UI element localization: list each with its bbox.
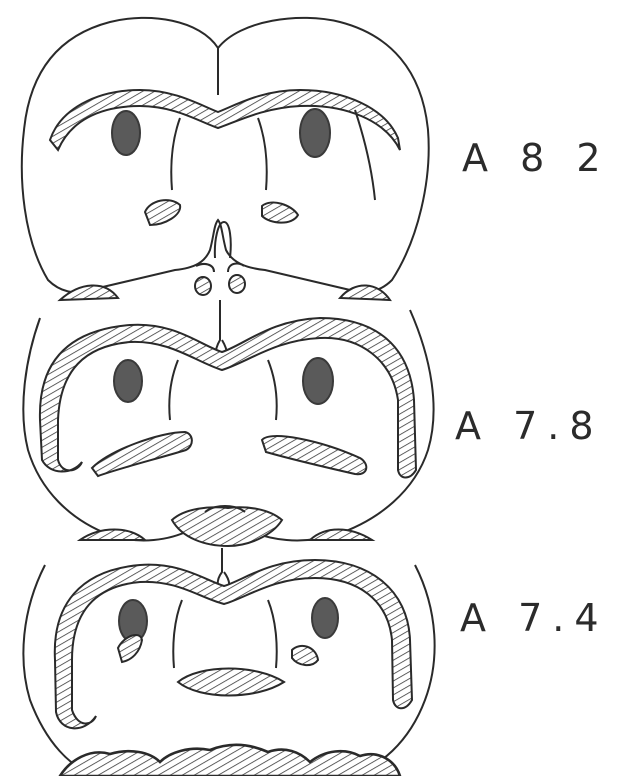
section-a82-base-left (60, 285, 118, 300)
section-a82-blob-right (262, 203, 298, 223)
section-a78 (23, 300, 433, 546)
section-a82-line-left (171, 118, 180, 190)
section-a82-small-arc-right (228, 264, 244, 272)
section-a82-line-outer-right (355, 110, 375, 200)
section-a82 (22, 18, 429, 300)
section-a82-oval-1 (195, 277, 211, 295)
section-a82-blob-left (145, 200, 180, 225)
section-a82-small-arc-left (196, 264, 214, 272)
section-a82-nucleus-left (112, 111, 140, 155)
section-a74-line-right (268, 600, 277, 668)
section-a78-bar-left (92, 432, 192, 476)
section-a74-nucleus-right (312, 598, 338, 638)
section-a74-corpus-callosum (55, 560, 412, 728)
section-a74-blob-left (118, 635, 142, 662)
section-a74 (23, 548, 434, 776)
section-a78-nucleus-left (114, 360, 142, 402)
section-a78-base-right (310, 530, 372, 541)
section-a82-oval-2 (229, 275, 245, 293)
section-a78-bar-right (262, 436, 366, 474)
section-a74-blob-right (292, 646, 318, 665)
section-a78-central-mass (172, 507, 282, 546)
section-label-2: A 7.8 (455, 404, 604, 448)
section-label-3: A 7.4 (460, 596, 609, 640)
section-a78-line-right (268, 360, 277, 420)
section-a78-base-left (80, 530, 145, 541)
section-label-1: A 8 2 (462, 136, 611, 180)
section-a78-line-left (169, 360, 178, 420)
section-a78-corpus-callosum (40, 318, 416, 478)
section-a78-nucleus-right (303, 358, 333, 404)
section-a82-line-right (258, 118, 267, 190)
section-a74-lens-mass (178, 669, 284, 696)
section-a74-line-left (173, 600, 182, 668)
section-a82-corpus-callosum (50, 90, 400, 150)
section-a82-nucleus-right (300, 109, 330, 157)
section-a74-base-wavy (60, 745, 400, 776)
